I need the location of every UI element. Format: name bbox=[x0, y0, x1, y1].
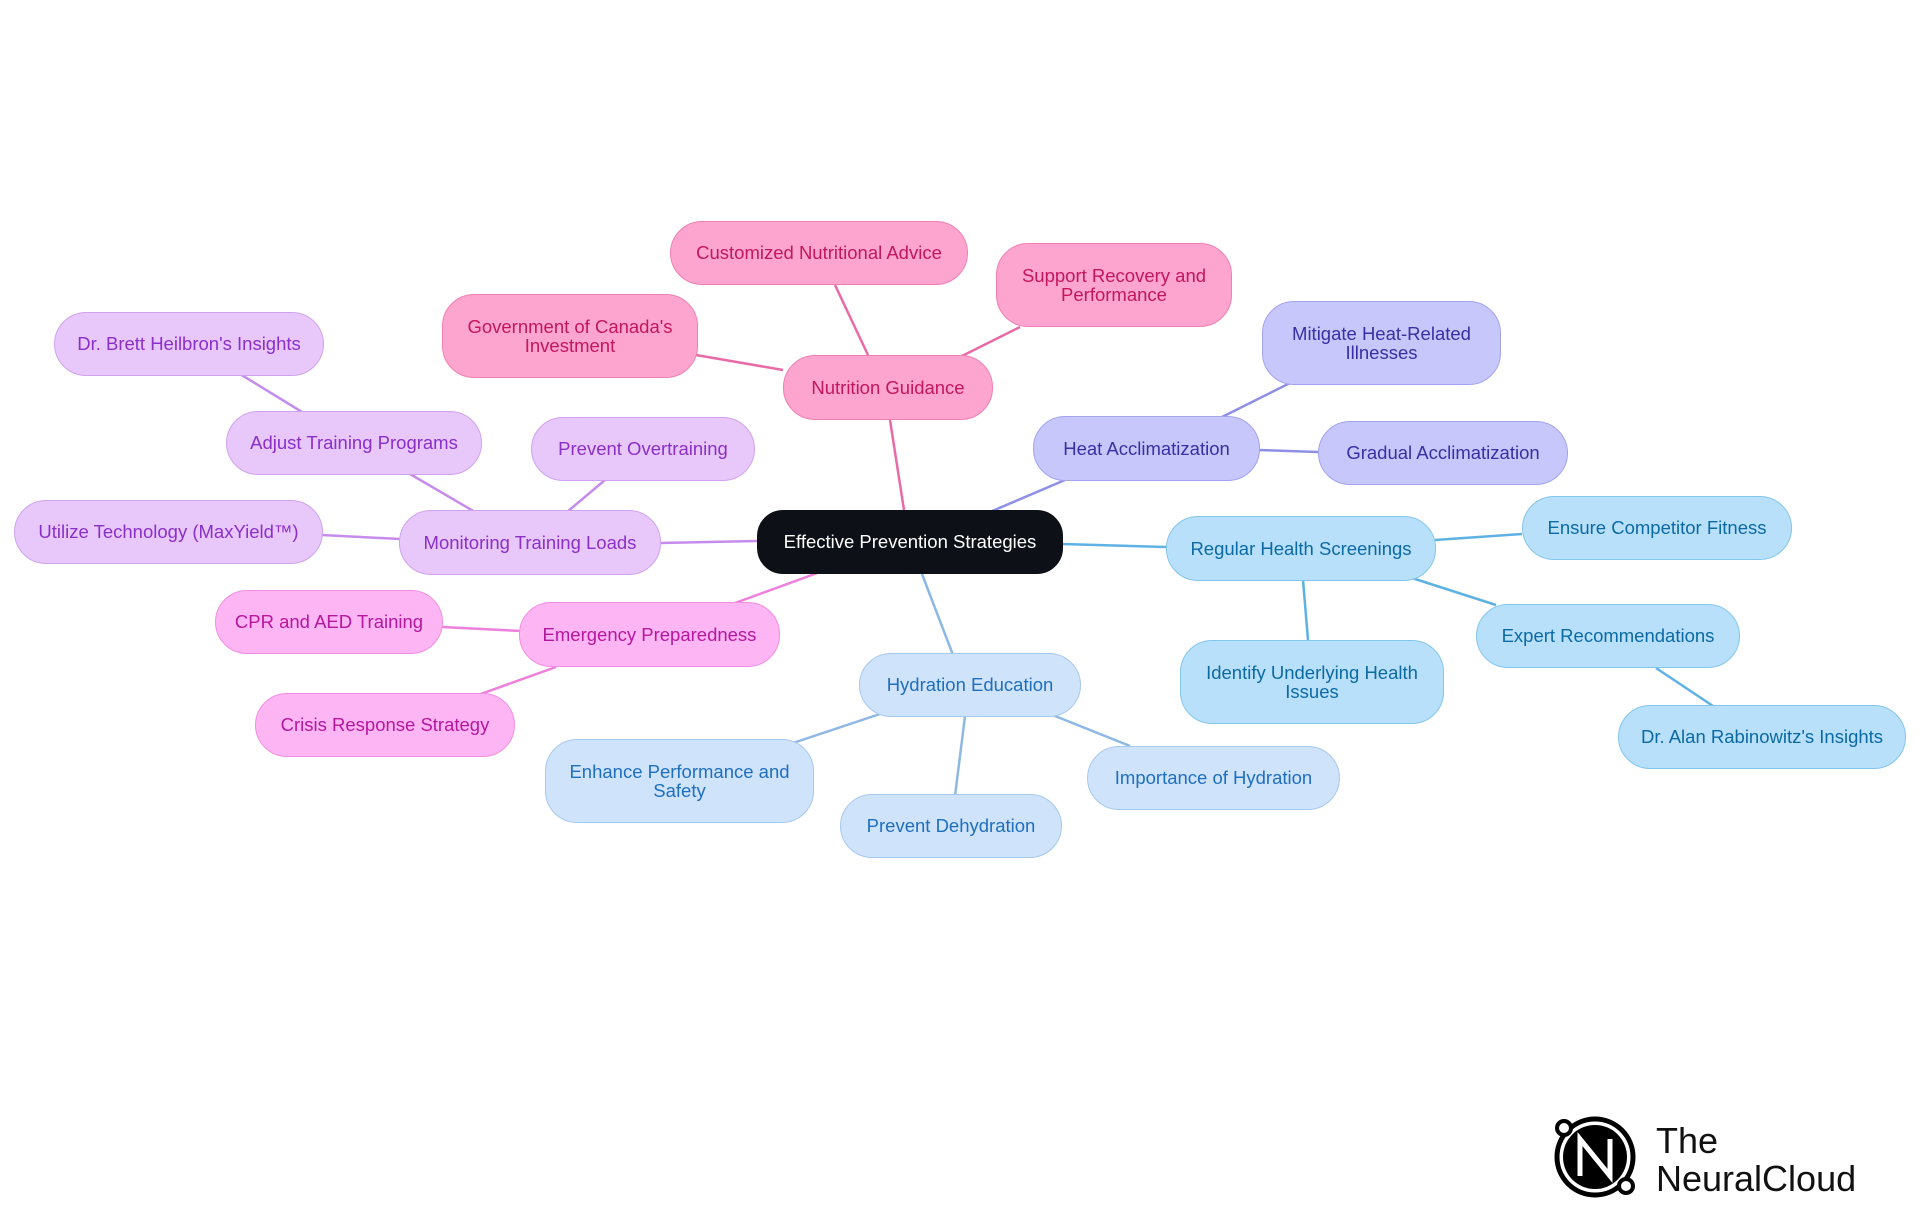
edge-screenings-fitness bbox=[1434, 532, 1523, 542]
edge-root-nutrition bbox=[888, 419, 906, 511]
edge-hydration-enhance bbox=[792, 712, 881, 745]
edge-monitoring-adjust bbox=[409, 472, 476, 514]
edge-heat-mitigate bbox=[1219, 381, 1291, 420]
neuralcloud-logo-icon bbox=[1554, 1116, 1636, 1198]
logo-line-2: NeuralCloud bbox=[1656, 1158, 1857, 1199]
customized-nutritional-advice-node[interactable]: Customized Nutritional Advice bbox=[670, 221, 968, 285]
mitigate-heat-node[interactable]: Mitigate Heat-Related Illnesses bbox=[1262, 301, 1501, 385]
expert-recommendations-node[interactable]: Expert Recommendations bbox=[1476, 604, 1740, 668]
crisis-response-strategy-node[interactable]: Crisis Response Strategy bbox=[255, 693, 515, 757]
edge-root-hydration bbox=[920, 573, 955, 656]
monitoring-training-loads-node[interactable]: Monitoring Training Loads bbox=[399, 510, 661, 575]
root-node[interactable]: Effective Prevention Strategies bbox=[757, 510, 1063, 574]
cpr-aed-training-node[interactable]: CPR and AED Training bbox=[215, 590, 443, 654]
emergency-preparedness-node[interactable]: Emergency Preparedness bbox=[519, 602, 780, 667]
adjust-training-programs-node[interactable]: Adjust Training Programs bbox=[226, 411, 482, 475]
government-investment-node[interactable]: Government of Canada's Investment bbox=[442, 294, 698, 378]
support-recovery-node[interactable]: Support Recovery and Performance bbox=[996, 243, 1232, 327]
edge-heat-gradual bbox=[1257, 448, 1319, 454]
edge-root-screenings bbox=[1061, 542, 1167, 549]
edge-emergency-cpr bbox=[441, 625, 522, 633]
edge-root-heat bbox=[989, 478, 1066, 514]
edge-expert-rabinowitz bbox=[1655, 666, 1714, 708]
ensure-competitor-fitness-node[interactable]: Ensure Competitor Fitness bbox=[1522, 496, 1792, 560]
importance-of-hydration-node[interactable]: Importance of Hydration bbox=[1087, 746, 1340, 810]
edge-nutrition-government bbox=[695, 353, 784, 372]
prevent-overtraining-node[interactable]: Prevent Overtraining bbox=[531, 417, 755, 481]
edge-screenings-identify bbox=[1301, 579, 1310, 641]
edge-root-emergency bbox=[734, 570, 821, 605]
edge-hydration-importance bbox=[1049, 712, 1131, 748]
neuralcloud-logo-text: The NeuralCloud bbox=[1656, 1122, 1856, 1198]
edge-emergency-crisis bbox=[477, 665, 557, 697]
identify-underlying-health-node[interactable]: Identify Underlying Health Issues bbox=[1180, 640, 1444, 724]
regular-health-screenings-node[interactable]: Regular Health Screenings bbox=[1166, 516, 1436, 581]
brett-heilbron-insights-node[interactable]: Dr. Brett Heilbron's Insights bbox=[54, 312, 324, 376]
gradual-acclimatization-node[interactable]: Gradual Acclimatization bbox=[1318, 421, 1568, 485]
edge-adjust-heilbron bbox=[239, 372, 303, 414]
utilize-technology-node[interactable]: Utilize Technology (MaxYield™) bbox=[14, 500, 323, 564]
edge-nutrition-customized bbox=[833, 284, 870, 356]
prevent-dehydration-node[interactable]: Prevent Dehydration bbox=[840, 794, 1062, 858]
edge-root-monitoring bbox=[659, 539, 758, 545]
edge-monitoring-technology bbox=[321, 533, 401, 541]
alan-rabinowitz-insights-node[interactable]: Dr. Alan Rabinowitz's Insights bbox=[1618, 705, 1906, 769]
logo-line-1: The bbox=[1656, 1120, 1719, 1161]
hydration-education-node[interactable]: Hydration Education bbox=[859, 653, 1081, 717]
neuralcloud-logo: The NeuralCloud bbox=[1550, 1112, 1880, 1202]
edge-hydration-dehydration bbox=[953, 715, 967, 797]
edge-nutrition-support bbox=[959, 325, 1021, 359]
edge-monitoring-overtraining bbox=[566, 479, 606, 513]
edge-screenings-expert bbox=[1411, 576, 1497, 607]
enhance-performance-safety-node[interactable]: Enhance Performance and Safety bbox=[545, 739, 814, 823]
heat-acclimatization-node[interactable]: Heat Acclimatization bbox=[1033, 416, 1260, 481]
nutrition-guidance-node[interactable]: Nutrition Guidance bbox=[783, 355, 993, 420]
